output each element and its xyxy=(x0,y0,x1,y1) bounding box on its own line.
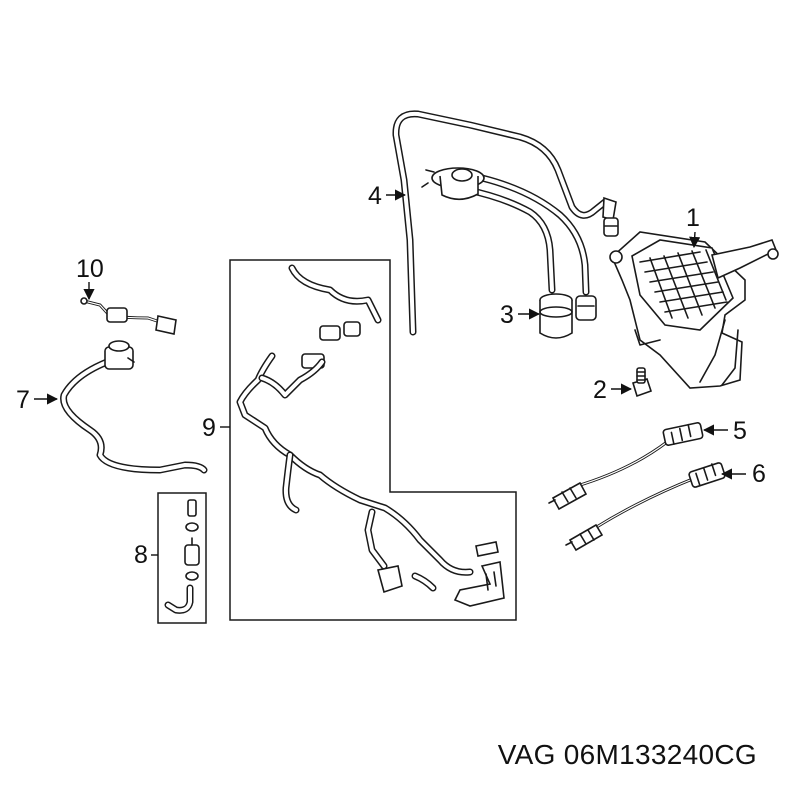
svg-text:1: 1 xyxy=(686,204,700,232)
svg-text:3: 3 xyxy=(500,301,514,329)
canister-grid xyxy=(639,249,728,319)
svg-text:8: 8 xyxy=(134,541,148,569)
svg-text:10: 10 xyxy=(76,255,104,283)
svg-text:5: 5 xyxy=(733,417,747,445)
valve-hose-part-7 xyxy=(60,340,208,474)
callout-7: 7 xyxy=(16,386,59,414)
svg-text:2: 2 xyxy=(593,376,607,404)
callout-8: 8 xyxy=(134,541,158,569)
part-number-label: VAG 06M133240CG xyxy=(497,739,757,770)
callout-4: 4 xyxy=(368,182,407,210)
svg-text:6: 6 xyxy=(752,460,766,488)
svg-text:4: 4 xyxy=(368,182,382,210)
oxygen-sensor-part-5 xyxy=(548,421,704,511)
parts-kit-part-8 xyxy=(157,492,207,624)
oxygen-sensor-part-6 xyxy=(565,462,726,552)
bolt-part-2 xyxy=(631,367,653,398)
hose-assembly-part-9 xyxy=(229,259,517,621)
callout-3: 3 xyxy=(500,301,541,329)
callout-5: 5 xyxy=(702,417,747,445)
callout-10: 10 xyxy=(76,255,104,301)
callout-6: 6 xyxy=(720,460,766,488)
vent-hose-part-4 xyxy=(392,110,619,336)
charcoal-canister-part-1 xyxy=(609,231,779,389)
callout-2: 2 xyxy=(593,376,633,404)
callout-1: 1 xyxy=(686,204,701,249)
svg-text:9: 9 xyxy=(202,414,216,442)
sensor-part-10 xyxy=(80,297,177,335)
callout-9: 9 xyxy=(202,414,230,442)
purge-valve-part-3 xyxy=(421,167,597,339)
svg-text:7: 7 xyxy=(16,386,30,414)
